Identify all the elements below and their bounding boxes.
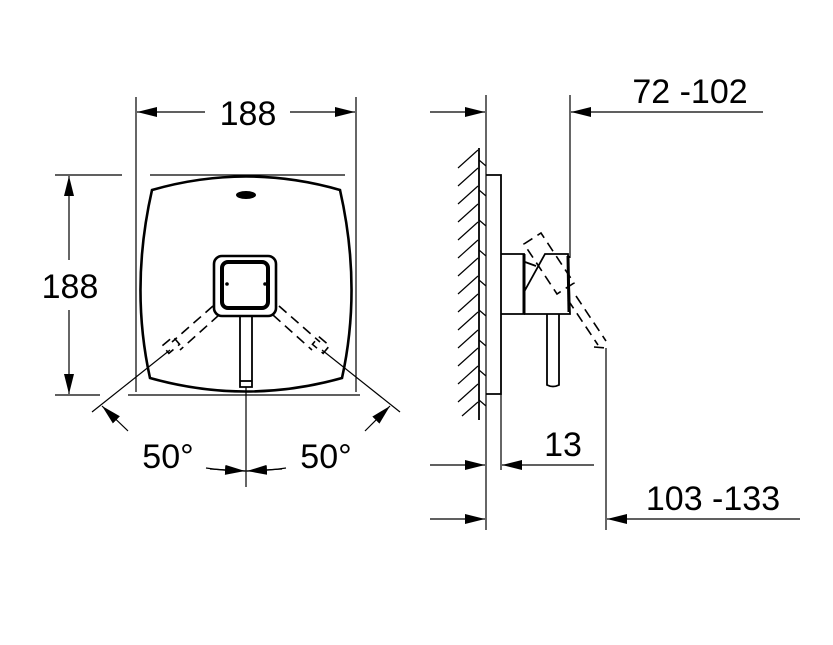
handle-side xyxy=(523,253,571,315)
logo-mark xyxy=(236,191,256,199)
depth-dimension-label: 103 -133 xyxy=(646,480,780,518)
plate-thickness-label: 13 xyxy=(544,426,582,464)
cover-plate-side xyxy=(486,174,502,395)
screw-left xyxy=(225,282,229,286)
lever-rotated-left xyxy=(161,305,220,355)
projection-dimension-label: 72 -102 xyxy=(632,73,747,111)
height-dimension-label: 188 xyxy=(42,268,99,306)
lever-rotated-right xyxy=(272,305,331,355)
handle-head-inner xyxy=(220,260,270,310)
center-arrow-left xyxy=(209,464,246,475)
lever-stem xyxy=(239,316,253,388)
side-view: 72 -102 13 103 -133 xyxy=(430,73,800,530)
valve-body xyxy=(501,253,525,315)
left-angle-label: 50° xyxy=(142,438,193,476)
cover-plate xyxy=(139,175,353,393)
lever-rotated-side xyxy=(522,231,608,349)
angle-line-right xyxy=(321,349,401,413)
lever-side xyxy=(546,314,560,388)
handle-face xyxy=(566,255,571,313)
handle-chamfer xyxy=(524,261,537,267)
handle-head-outer xyxy=(212,254,278,318)
wall-hatch xyxy=(457,95,487,530)
width-dimension-label: 188 xyxy=(220,95,277,133)
screw-right xyxy=(263,282,267,286)
angle-line-left xyxy=(91,349,171,413)
angle-arrow-right xyxy=(364,405,391,432)
right-angle-label: 50° xyxy=(300,438,351,476)
angle-arrow-left xyxy=(101,405,129,432)
front-view: 188 188 xyxy=(42,95,401,487)
center-arrow-right xyxy=(246,464,283,475)
